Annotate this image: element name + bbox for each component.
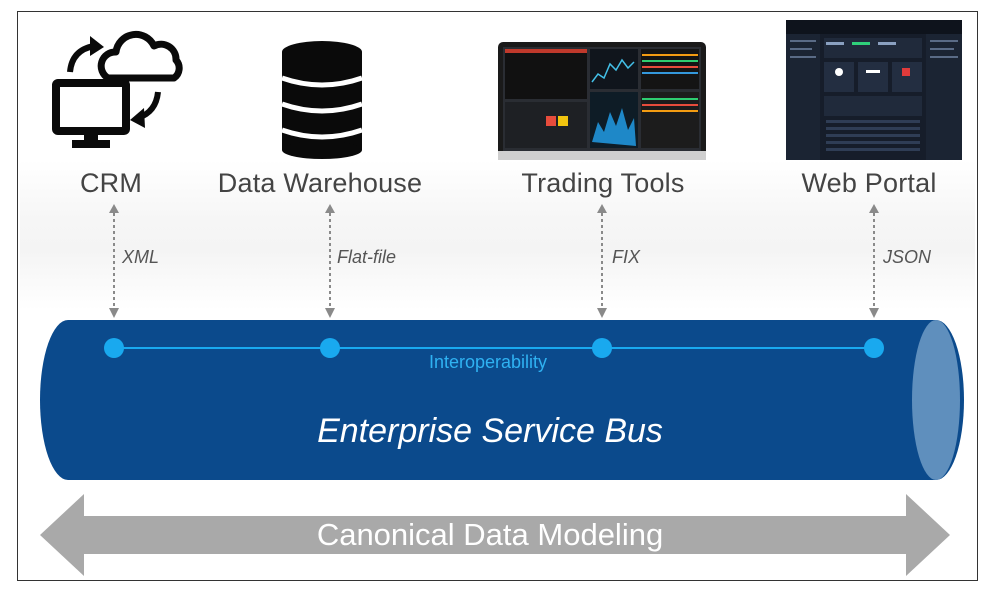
connector-trading-tools <box>597 204 607 318</box>
protocol-label-flat-file: Flat-file <box>337 247 397 267</box>
system-label-web-portal: Web Portal <box>801 168 937 198</box>
bus-title: Enterprise Service Bus <box>317 412 663 450</box>
system-label-trading-tools: Trading Tools <box>521 168 685 198</box>
connector-crm <box>109 204 119 318</box>
protocol-label-json: JSON <box>883 247 932 267</box>
canonical-data-modeling-label: Canonical Data Modeling <box>316 517 664 552</box>
background-watermark <box>20 160 975 310</box>
bus-node-web-portal <box>864 338 884 358</box>
bus-node-data-warehouse <box>320 338 340 358</box>
database-icon <box>281 41 363 159</box>
bus-node-crm <box>104 338 124 358</box>
enterprise-service-bus-cylinder <box>40 320 964 480</box>
interoperability-label: Interoperability <box>428 352 548 372</box>
system-label-data-warehouse: Data Warehouse <box>217 168 423 198</box>
canonical-double-arrow <box>40 494 950 576</box>
protocol-label-fix: FIX <box>612 247 641 267</box>
connector-web-portal <box>869 204 879 318</box>
bus-node-trading-tools <box>592 338 612 358</box>
web-portal-screenshot <box>786 20 962 160</box>
crm-cloud-sync-icon <box>52 30 183 148</box>
connector-data-warehouse <box>325 204 335 318</box>
system-label-crm: CRM <box>79 168 143 198</box>
trading-terminal-screenshot <box>498 42 706 160</box>
protocol-label-xml: XML <box>122 247 160 267</box>
